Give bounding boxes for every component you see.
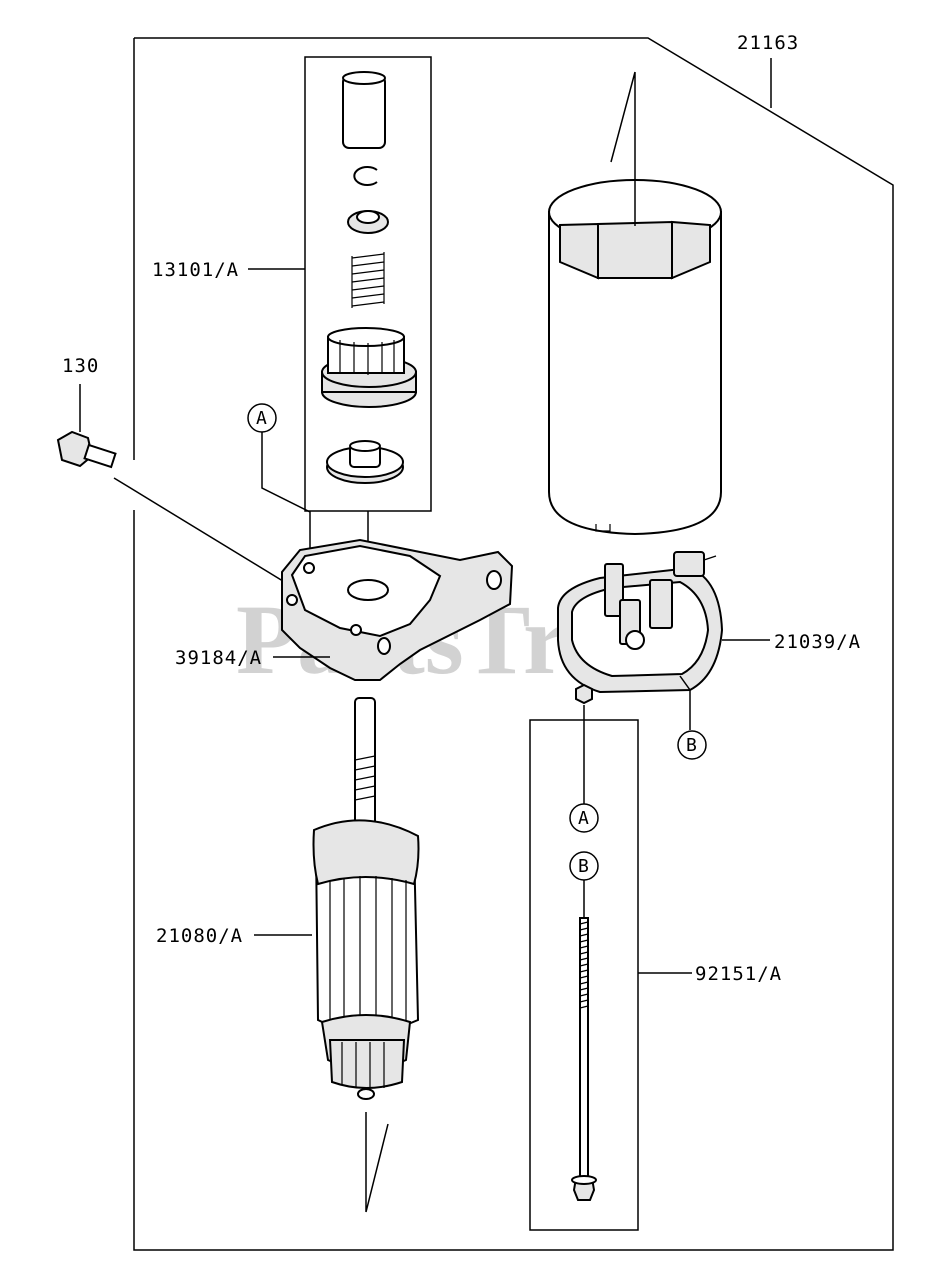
marker-a-nut bbox=[569, 803, 599, 833]
yoke-center-line bbox=[610, 71, 636, 226]
label-21080[interactable]: 21080/A bbox=[156, 925, 243, 947]
hex-nut[interactable] bbox=[575, 683, 593, 705]
pinion-stop-collar[interactable] bbox=[342, 71, 386, 149]
through-bolt[interactable] bbox=[571, 917, 597, 1201]
marker-a-nut-label: A bbox=[578, 808, 589, 829]
label-13101[interactable]: 13101/A bbox=[152, 259, 239, 281]
marker-a-bracket-label: A bbox=[256, 408, 267, 429]
flange-bolt[interactable] bbox=[56, 430, 117, 469]
marker-b-holder bbox=[677, 730, 707, 760]
mounting-bracket[interactable] bbox=[281, 538, 514, 681]
drive-hub[interactable] bbox=[326, 440, 404, 484]
assembly-frame bbox=[133, 37, 894, 1251]
marker-b-bolt-label: B bbox=[578, 856, 589, 877]
armature[interactable] bbox=[312, 697, 420, 1100]
label-21163[interactable]: 21163 bbox=[737, 32, 799, 54]
label-92151[interactable]: 92151/A bbox=[695, 963, 782, 985]
pinion-spring[interactable] bbox=[351, 252, 385, 308]
snap-ring[interactable] bbox=[353, 166, 378, 186]
leader-a-bracket bbox=[261, 432, 311, 568]
armature-center-line bbox=[365, 1112, 389, 1213]
brush-holder[interactable] bbox=[557, 551, 724, 694]
leader-b-holder bbox=[679, 675, 691, 730]
label-130[interactable]: 130 bbox=[62, 355, 99, 377]
retainer-washer[interactable] bbox=[347, 210, 389, 234]
yoke-housing[interactable] bbox=[548, 179, 722, 536]
label-39184[interactable]: 39184/A bbox=[175, 647, 262, 669]
pinion-gear[interactable] bbox=[321, 327, 417, 408]
marker-b-holder-label: B bbox=[686, 735, 697, 756]
label-21039[interactable]: 21039/A bbox=[774, 631, 861, 653]
